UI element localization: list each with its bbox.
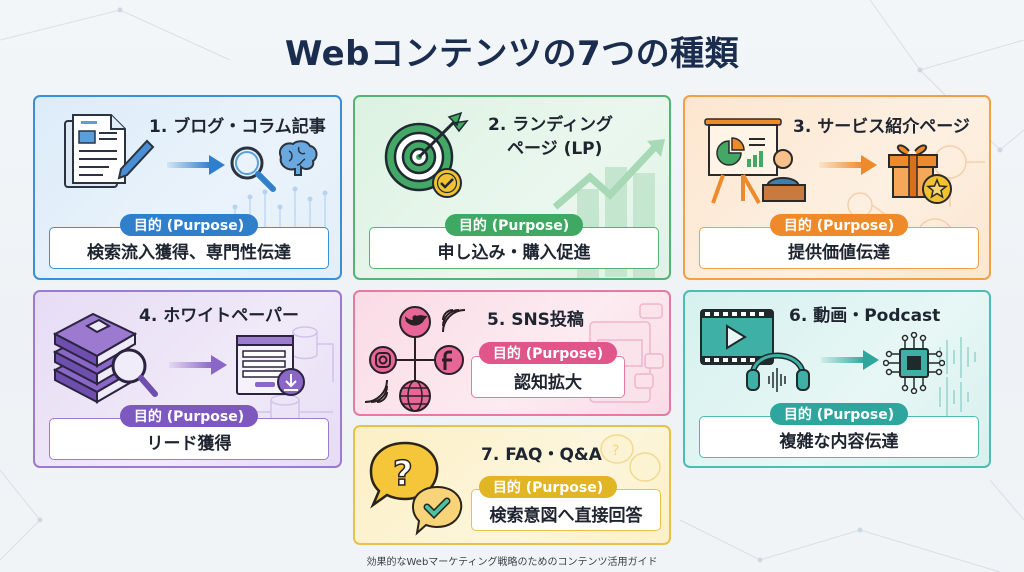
card-title: 5. SNS投稿: [487, 310, 584, 330]
arrow-right-icon: [821, 350, 879, 370]
card-blog-column: 1. ブログ・コラム記事 検索流入獲得、専門性伝達 目的 (Purpose): [33, 95, 342, 280]
card-landing-page: 2. ランディング ページ (LP) 申し込み・購入促進 目的 (Purpose…: [353, 95, 671, 280]
check-badge-icon: [432, 168, 462, 198]
download-form-icon: [236, 335, 305, 396]
card-title-line2: ページ (LP): [507, 139, 603, 159]
instagram-icon: [369, 346, 397, 374]
svg-text:?: ?: [612, 443, 619, 459]
card-video-podcast: 6. 動画・Podcast 複雑な内容伝達 目的 (Purpose): [683, 290, 991, 468]
page-title: Webコンテンツの7つの種類: [284, 34, 740, 74]
svg-text:?: ?: [393, 454, 413, 494]
question-bubble-icon: ?: [369, 441, 439, 509]
card-service-page: 3. サービス紹介ページ 提供価値伝達 目的 (Purpose): [683, 95, 991, 280]
presentation-icon: [704, 118, 806, 204]
video-play-icon: [700, 309, 774, 365]
footer-caption: 効果的なWebマーケティング戦略のためのコンテンツ活用ガイド: [366, 557, 658, 568]
purpose-label-pill: 目的 (Purpose): [120, 214, 258, 236]
purpose-label-pill: 目的 (Purpose): [479, 342, 617, 364]
purpose-label-pill: 目的 (Purpose): [120, 405, 258, 427]
purpose-label-pill: 目的 (Purpose): [445, 214, 583, 236]
magnifier-icon: [230, 146, 276, 192]
purpose-text: 複雑な内容伝達: [699, 416, 979, 458]
purpose-label-pill: 目的 (Purpose): [770, 214, 908, 236]
card-sns-post: 5. SNS投稿 認知拡大 目的 (Purpose): [353, 290, 671, 416]
headphones-icon: [746, 352, 810, 392]
card-faq-qa: ? ? 7. FAQ・Q&A 検索意図へ直接回答 目的 (Purpose): [353, 425, 671, 545]
purpose-label-pill: 目的 (Purpose): [770, 403, 908, 425]
card-title: 1. ブログ・コラム記事: [149, 117, 326, 137]
card-title: 7. FAQ・Q&A: [481, 445, 602, 465]
check-bubble-icon: [411, 485, 463, 536]
signal-waves-icon: [364, 379, 388, 403]
sns-network-icon: [369, 306, 464, 412]
chip-icon: [883, 332, 945, 394]
arrow-right-icon: [169, 355, 227, 375]
arrow-right-icon: [819, 155, 877, 175]
star-badge-icon: [922, 174, 952, 204]
card-title-line1: 2. ランディング: [488, 115, 614, 135]
card-title: 4. ホワイトペーパー: [139, 306, 300, 326]
document-pen-icon: [64, 114, 155, 188]
card-title: 3. サービス紹介ページ: [793, 117, 970, 137]
brain-icon: [279, 140, 318, 176]
signal-waves-icon: [442, 309, 466, 333]
arrow-right-icon: [167, 155, 225, 175]
card-whitepaper: 4. ホワイトペーパー リード獲得 目的 (Purpose): [33, 290, 342, 468]
purpose-label-pill: 目的 (Purpose): [479, 476, 617, 498]
card-title: 6. 動画・Podcast: [789, 306, 941, 326]
purpose-text: 検索意図へ直接回答: [471, 489, 661, 531]
books-magnifier-icon: [52, 312, 158, 404]
